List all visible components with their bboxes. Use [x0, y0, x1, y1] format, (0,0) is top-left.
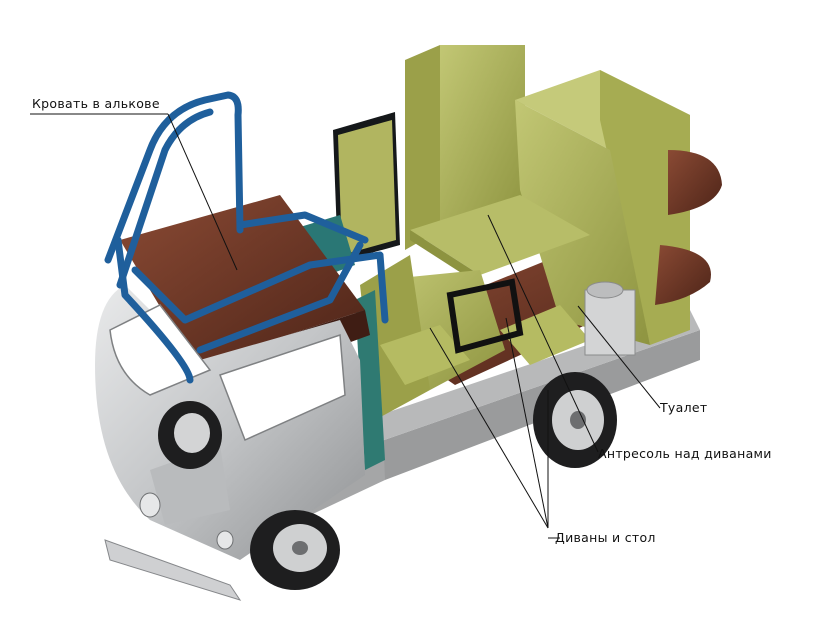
toilet-unit	[584, 281, 636, 356]
roll-bar-frame	[104, 91, 389, 384]
label-mezzanine: Антресоль над диванами	[598, 446, 772, 461]
rear-wheel-right	[533, 372, 617, 468]
entry-door	[333, 112, 400, 262]
callout-lines	[30, 113, 661, 539]
rear-cushions	[655, 150, 722, 305]
label-alcove-bed: Кровать в алькове	[32, 96, 160, 111]
olive-furniture	[360, 45, 690, 420]
window-frame	[446, 278, 524, 354]
label-toilet: Туалет	[660, 400, 708, 415]
front-wheel-right	[250, 510, 340, 590]
front-wheel-left	[158, 401, 222, 469]
label-sofas-table: Диваны и стол	[555, 530, 656, 545]
